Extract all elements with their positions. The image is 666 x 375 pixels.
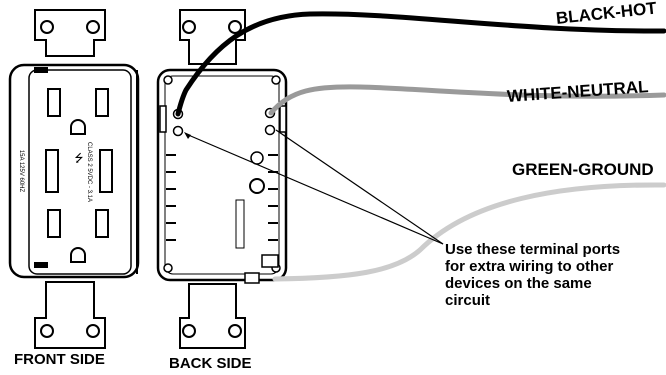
note-line-4: circuit (445, 292, 491, 309)
note-line-3: devices on the same (445, 275, 592, 292)
front-side-label: FRONT SIDE (14, 351, 105, 368)
back-corner-screw-tr (271, 75, 281, 85)
white-neutral-wire (268, 84, 666, 116)
note-line-1: Use these terminal ports (445, 241, 621, 258)
back-label-block (235, 199, 245, 249)
back-ribs-right (268, 154, 278, 241)
green-ground-label: GREEN-GROUND (512, 160, 654, 179)
usb-icon: ⭍ (74, 152, 83, 165)
note-pointers (185, 129, 444, 245)
back-corner-screw-bl (163, 263, 173, 273)
terminal-port-note: Use these terminal ports for extra wirin… (445, 241, 620, 309)
black-hot-wire (175, 11, 666, 117)
back-top-screw-hole-left (182, 20, 196, 34)
upper-ground-hole (70, 119, 86, 135)
front-top-screw-hole-right (86, 20, 100, 34)
front-tab-bottom (34, 262, 48, 268)
back-outlet (156, 9, 288, 349)
back-corner-screw-tl (163, 75, 173, 85)
front-tab-top (34, 67, 48, 73)
ground-terminal (261, 254, 279, 268)
hot-terminal-clamp (159, 105, 167, 133)
back-housing (156, 68, 288, 282)
lower-slot-right (95, 209, 109, 238)
back-side-label: BACK SIDE (169, 355, 252, 372)
upper-slot-left (47, 88, 61, 117)
back-housing-inner (164, 75, 280, 275)
rating-text: 15A 125V 60HZ (18, 150, 24, 193)
usb-port-b (99, 149, 113, 193)
usb-port-a (45, 149, 59, 193)
front-bottom-screw-hole-right (86, 324, 100, 338)
neutral-terminal-port-lower (264, 124, 276, 136)
front-bottom-screw-hole-left (40, 324, 54, 338)
front-face (28, 69, 132, 275)
front-top-screw-hole-left (40, 20, 54, 34)
listing-mark-icon (249, 178, 265, 194)
back-top-strap (179, 9, 246, 65)
green-ground-wire (272, 182, 666, 282)
upper-slot-right (95, 88, 109, 117)
pointer-arrowhead (184, 132, 191, 139)
ground-terminal-screw (244, 272, 260, 284)
usb-rating-text: CLASS 2 5VDC - 3.1A (86, 142, 92, 202)
hot-terminal-port-lower (172, 125, 184, 137)
front-bottom-strap (34, 281, 106, 349)
back-bottom-screw-hole-left (182, 324, 196, 338)
back-ribs-left (166, 154, 176, 241)
note-line-2: for extra wiring to other (445, 258, 614, 275)
neutral-terminal-clamp (279, 105, 287, 133)
back-bottom-screw-hole-right (228, 324, 242, 338)
lower-slot-left (47, 209, 61, 238)
back-top-screw-hole-right (228, 20, 242, 34)
front-outlet: ⭍ CLASS 2 5VDC - 3.1A 15A 125V 60HZ (8, 9, 140, 349)
lower-ground-hole (70, 247, 86, 263)
back-bottom-strap (179, 283, 246, 349)
front-top-strap (34, 9, 106, 57)
